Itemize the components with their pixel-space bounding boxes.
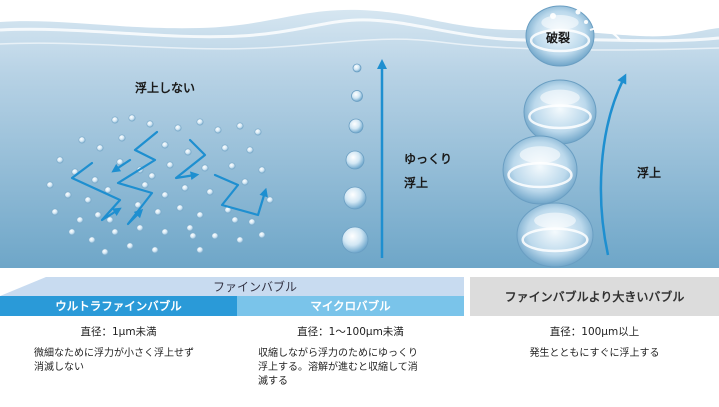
not-rising-label: 浮上しない [135,81,196,95]
ultrafine-bubble-icon [236,236,244,244]
fine-bubble-header: ファインバブル [212,280,297,294]
ultrafine-bubble-icon [181,184,189,192]
ultrafine-bubble-icon [64,191,72,199]
ultrafine-bubble-icon [174,124,182,132]
microbubbles [341,63,369,254]
ultrafine-bubble-icon [246,146,254,154]
ultrafine-bubble-icon [51,208,59,216]
large-bubble-icon [525,5,595,67]
large-bubble-icon [516,202,594,268]
burst-label: 破裂 [546,31,571,45]
ultrafine-bubble-icon [141,181,149,189]
ultrafine-bubble-icon [258,166,266,174]
ultrafine-bubble-icon [148,172,156,180]
ultrafine-bubble-icon [206,188,214,196]
ultrafine-header: ウルトラファインバブル [55,299,182,313]
large-bubble-icon [502,135,578,205]
micro-diameter: 直径：1～100μm未満 [297,326,404,338]
ultrafine-bubble-icon [111,228,119,236]
ultrafine-bubble-icon [201,164,209,172]
burst-splash [518,2,621,41]
ultrafine-bubble-icon [161,141,169,149]
ultrafine-bubble-icon [101,248,109,256]
ultrafine-bubble-icon [221,144,229,152]
larger-header-bg [470,277,719,316]
ultrafine-bubble-icon [189,232,197,240]
slow-rise-label-line1: ゆっくり [404,152,453,166]
ultrafine-desc-line1: 微細なために浮力が小さく浮上せず [34,348,194,359]
ultrafine-description: 微細なために浮力が小さく浮上せず 消滅しない [34,347,234,375]
ultrafine-bubble-icon [128,114,136,122]
ultrafine-bubbles [46,114,274,256]
microbubble-icon [345,150,365,170]
micro-desc-line3: 滅する [258,376,288,387]
ultrafine-bubble-icon [161,191,169,199]
ultrafine-bubble-icon [211,232,219,240]
ultrafine-bubble-icon [146,120,154,128]
ultrafine-bubble-icon [196,246,204,254]
ultrafine-bubble-icon [104,186,112,194]
ultrafine-bubble-icon [236,122,244,130]
microbubble-icon [348,118,364,134]
larger-header: ファインバブルより大きいバブル [504,290,685,304]
ultrafine-bubble-icon [214,126,222,134]
ultrafine-diameter: 直径：1μm未満 [80,326,157,338]
ultrafine-bubble-icon [46,181,54,189]
micro-header-bg [237,296,464,316]
water-surface-highlight [0,18,719,43]
ultrafine-bubble-icon [106,216,114,224]
ultrafine-bubble-icon [78,136,86,144]
ultrafine-bubble-icon [161,228,169,236]
ultrafine-bubble-icon [68,228,76,236]
micro-desc-line1: 収縮しながら浮力のためにゆっくり [258,348,418,359]
ultrafine-bubble-icon [111,116,119,124]
ultrafine-bubble-icon [56,156,64,164]
microbubble-icon [351,90,363,102]
fine-bubble-header-bg [0,277,464,296]
ultrafine-bubble-icon [186,224,194,232]
ultrafine-bubble-icon [184,148,192,156]
slow-rise-label-line2: 浮上 [404,176,429,190]
microbubble-icon [352,63,362,73]
ultrafine-bubble-icon [258,231,266,239]
micro-header: マイクロバブル [310,299,391,313]
ultrafine-bubble-icon [151,246,159,254]
ultrafine-bubble-icon [126,242,134,250]
larger-diameter: 直径：100μm以上 [549,326,640,338]
micro-desc-line2: 浮上する。溶解が進むと収縮して消 [258,362,418,373]
micro-description: 収縮しながら浮力のためにゆっくり 浮上する。溶解が進むと収縮して消 滅する [258,347,464,389]
ultrafine-bubble-icon [136,224,144,232]
large-bubbles [502,5,597,268]
ultrafine-bubble-icon [91,176,99,184]
ultrafine-bubble-icon [96,144,104,152]
ultrafine-bubble-icon [166,161,174,169]
microbubble-icon [341,226,369,254]
ultrafine-bubble-icon [228,162,236,170]
large-bubble-icon [523,79,597,145]
ultrafine-desc-line2: 消滅しない [34,362,84,373]
ultrafine-bubble-icon [254,128,262,136]
ultrafine-bubble-icon [84,196,92,204]
ultrafine-bubble-icon [196,118,204,126]
ultrafine-bubble-icon [76,216,84,224]
zigzag-arrow-icon [70,130,268,226]
rise-label: 浮上 [637,166,662,180]
microbubble-icon [343,186,367,210]
larger-description: 発生とともにすぐに浮上する [529,348,660,359]
ultrafine-bubble-icon [94,211,102,219]
ultrafine-bubble-icon [176,204,184,212]
ultrafine-bubble-icon [118,134,126,142]
ultrafine-header-bg [0,296,237,316]
ultrafine-bubble-icon [241,178,249,186]
ultrafine-bubble-icon [266,196,274,204]
ultrafine-bubble-icon [231,216,239,224]
ultrafine-bubble-icon [248,218,256,226]
ultrafine-bubble-icon [196,211,204,219]
ultrafine-bubble-icon [134,201,142,209]
ultrafine-bubble-icon [88,236,96,244]
curved-arrow-icon [599,73,627,256]
ultrafine-bubble-icon [154,208,162,216]
